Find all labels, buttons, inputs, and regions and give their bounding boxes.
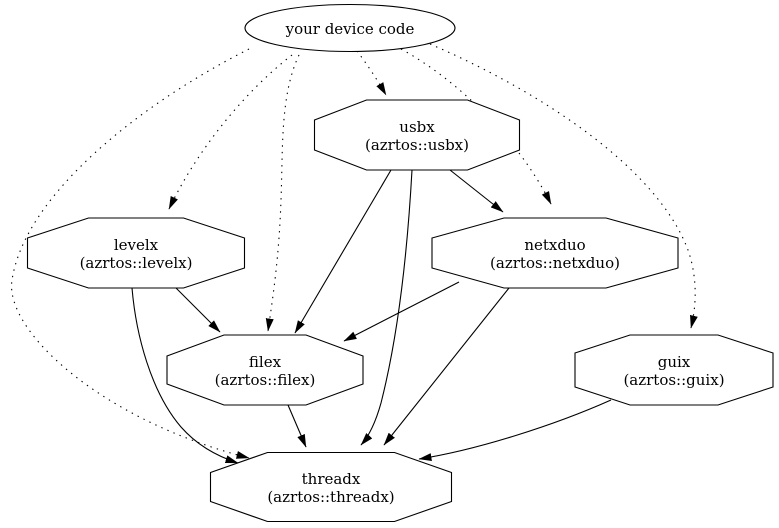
node-label: levelx — [114, 236, 159, 254]
node-sublabel: (azrtos::usbx) — [365, 136, 469, 154]
edge-levelx-threadx — [131, 287, 239, 464]
node-levelx: levelx(azrtos::levelx) — [26, 217, 246, 289]
node-sublabel: (azrtos::guix) — [623, 371, 724, 389]
octagon-shape — [313, 99, 521, 171]
octagon-shape — [166, 334, 364, 406]
edge-guix-threadx — [418, 399, 612, 462]
node-sublabel: (azrtos::filex) — [215, 371, 316, 389]
edge-device-levelx — [168, 54, 293, 210]
node-device: your device code — [244, 3, 456, 53]
octagon-shape — [26, 217, 246, 289]
node-threadx: threadx(azrtos::threadx) — [209, 451, 453, 523]
node-netxduo: netxduo(azrtos::netxduo) — [431, 217, 679, 289]
node-label: filex — [249, 353, 282, 371]
edge-device-threadx — [11, 48, 250, 459]
node-sublabel: (azrtos::threadx) — [267, 488, 394, 506]
edge-usbx-filex — [294, 169, 392, 334]
node-sublabel: (azrtos::netxduo) — [490, 254, 620, 272]
edge-device-guix — [429, 43, 698, 329]
node-filex: filex(azrtos::filex) — [166, 334, 364, 406]
edge-netxduo-threadx — [383, 287, 510, 446]
edge-device-usbx — [356, 50, 387, 96]
edge-netxduo-filex — [343, 281, 460, 342]
edge-levelx-filex — [175, 287, 221, 333]
node-label: netxduo — [524, 236, 585, 254]
node-label: guix — [658, 353, 691, 371]
nodes-layer: your device codeusbx(azrtos::usbx)levelx… — [26, 3, 774, 523]
node-sublabel: (azrtos::levelx) — [80, 254, 193, 272]
node-usbx: usbx(azrtos::usbx) — [313, 99, 521, 171]
edge-filex-threadx — [287, 404, 307, 448]
edge-usbx-netxduo — [449, 169, 504, 213]
edge-device-filex — [265, 54, 300, 332]
ellipse-shape — [244, 3, 456, 53]
octagon-shape — [209, 451, 453, 523]
edge-usbx-threadx — [360, 169, 413, 446]
node-label: usbx — [399, 118, 435, 136]
node-label: your device code — [285, 20, 415, 38]
octagon-shape — [574, 334, 774, 406]
node-label: threadx — [302, 470, 361, 488]
octagon-shape — [431, 217, 679, 289]
node-guix: guix(azrtos::guix) — [574, 334, 774, 406]
